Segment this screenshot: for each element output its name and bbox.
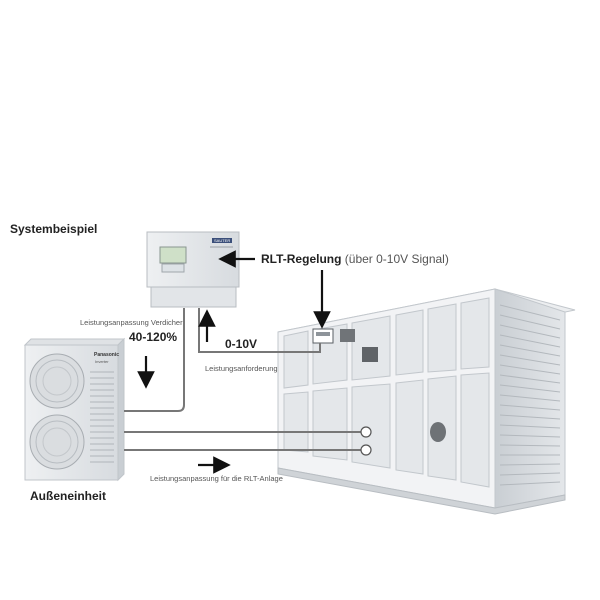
outdoor-unit-label: Außeneinheit (30, 489, 107, 503)
connection-point-lower (360, 444, 372, 456)
connection-lines (124, 308, 361, 451)
diagram-title: Systembeispiel (10, 222, 98, 236)
outdoor-sub: Inverter (95, 359, 109, 364)
rlt-strong: RLT-Regelung (261, 252, 342, 266)
signal-caption: Leistungsanforderung (205, 364, 278, 373)
rlt-label: RLT-Regelung (über 0-10V Signal) (261, 252, 449, 266)
compressor-range: 40-120% (129, 330, 178, 344)
air-handling-unit (277, 288, 576, 515)
controller-brand: SAUTER (214, 238, 230, 243)
ahu-caption: Leistungsanpassung für die RLT-Anlage (150, 474, 283, 483)
outdoor-brand: Panasonic (94, 352, 119, 358)
rlt-signal: (über 0-10V Signal) (341, 252, 449, 266)
compressor-caption: Leistungsanpassung Verdicher (80, 318, 183, 327)
outdoor-unit (23, 337, 126, 482)
arrows (137, 250, 331, 474)
signal-voltage: 0-10V (225, 337, 258, 351)
controller-box (146, 231, 240, 308)
connection-point-upper (360, 426, 372, 438)
